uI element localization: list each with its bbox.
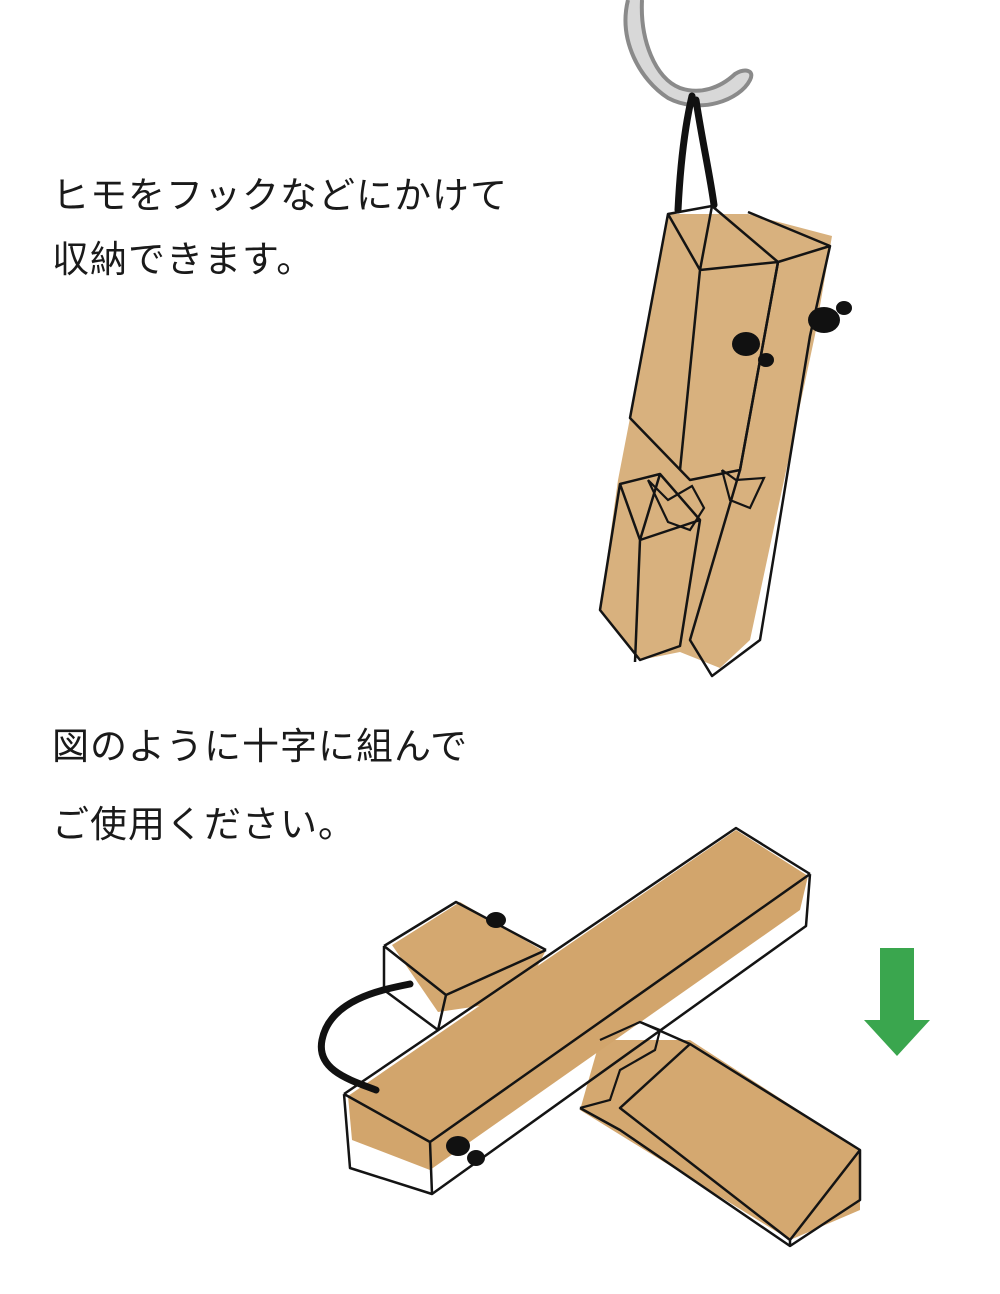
lower-bar-outline bbox=[579, 1020, 862, 1248]
cross-stand-illustration bbox=[317, 826, 862, 1248]
assembly-caption: 図のように十字に組んで ご使用ください。 bbox=[52, 708, 468, 864]
storage-caption: ヒモをフックなどにかけて 収納できます。 bbox=[52, 164, 508, 292]
long-bar-fill bbox=[348, 830, 808, 1170]
long-bar-outline bbox=[342, 826, 812, 1196]
down-arrow-icon bbox=[864, 948, 930, 1056]
notch-left bbox=[647, 479, 706, 532]
knot-icon bbox=[808, 301, 852, 333]
knot-icon bbox=[486, 912, 506, 928]
lower-bar-fill bbox=[580, 1040, 860, 1240]
folded-wood-fill bbox=[600, 214, 832, 668]
hanging-stand-illustration bbox=[598, 0, 852, 678]
assembly-caption-line2: ご使用ください。 bbox=[52, 803, 356, 846]
lower-left-bar-outline bbox=[598, 472, 702, 663]
knot-icon bbox=[446, 1136, 485, 1166]
cross-string bbox=[317, 980, 414, 1094]
knot-icon bbox=[732, 332, 774, 367]
hanging-string bbox=[674, 92, 718, 214]
assembly-caption-line1: 図のように十字に組んで bbox=[52, 725, 469, 768]
notch-right bbox=[720, 469, 766, 510]
storage-caption-line1: ヒモをフックなどにかけて bbox=[52, 174, 508, 217]
storage-caption-line2: 収納できます。 bbox=[52, 238, 315, 281]
hook-icon bbox=[623, 0, 754, 108]
joint-notch bbox=[579, 1020, 662, 1110]
right-bar-outline bbox=[688, 210, 832, 678]
